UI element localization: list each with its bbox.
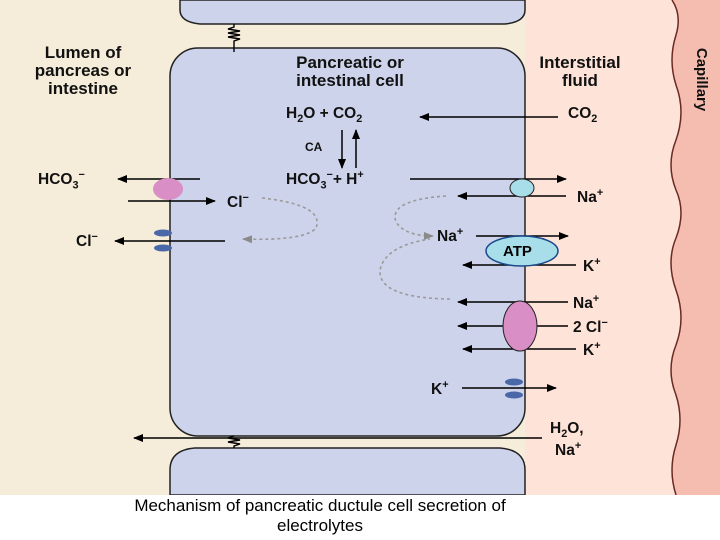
k-pump-label: K+: [583, 257, 601, 275]
adjacent-cell-top: [180, 0, 525, 24]
hco3-lumen-label: HCO3−: [38, 170, 85, 192]
k-channel-bottom: [505, 392, 523, 399]
cl-in-label: Cl−: [227, 193, 249, 211]
co2-interstitial-label: CO2: [568, 106, 597, 125]
lumen-label: Lumen of pancreas or intestine: [18, 44, 148, 98]
h2o-co2-label: H2O + CO2: [286, 106, 362, 125]
cl-lumen-label: Cl−: [76, 232, 98, 250]
interstitial-label: Interstitial fluid: [525, 54, 635, 90]
na-para-label: Na+: [555, 441, 581, 459]
hco3-h-label: HCO3−+ H+: [286, 170, 364, 192]
figure-caption: Mechanism of pancreatic ductule cell sec…: [0, 496, 640, 536]
na-cell-label: Na+: [437, 227, 463, 245]
adjacent-cell-bottom: [170, 448, 525, 495]
k-nkcc-label: K+: [583, 341, 601, 359]
na-nkcc-label: Na+: [573, 294, 599, 312]
diagram-stage: Lumen of pancreas or intestine Pancreati…: [0, 0, 720, 495]
h2o-para-label: H2O,: [550, 421, 584, 440]
k-channel-label: K+: [431, 380, 449, 398]
ca-label: CA: [305, 141, 322, 154]
capillary-label: Capillary: [693, 48, 709, 118]
cl-channel-top: [154, 230, 172, 237]
cl-channel-bottom: [154, 245, 172, 252]
cell-label: Pancreatic or intestinal cell: [265, 54, 435, 90]
nkcc-cotransporter: [503, 301, 537, 351]
na-top-label: Na+: [577, 188, 603, 206]
k-channel-top: [505, 379, 523, 386]
na-h-exchanger: [510, 179, 534, 197]
atp-label: ATP: [503, 243, 532, 260]
cl2-nkcc-label: 2 Cl−: [573, 318, 608, 336]
hco3-cl-exchanger: [153, 178, 183, 200]
